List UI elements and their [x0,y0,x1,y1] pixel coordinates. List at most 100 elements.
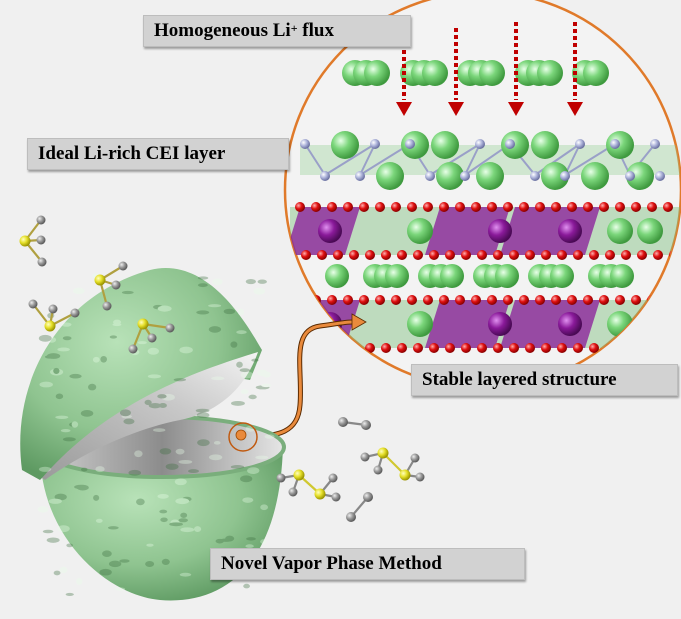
ligand-atom [38,258,47,267]
li-atom [407,218,433,244]
shell-texture [66,593,74,596]
center-atom [138,319,149,330]
shell-texture [214,441,221,445]
shell-texture [262,372,270,378]
shell-texture [157,494,168,499]
shell-texture [246,537,256,540]
li-atom [440,264,464,288]
ligand-atom [148,334,157,343]
oxygen-atom [493,250,503,260]
li-atom [436,162,464,190]
oxygen-atom [551,295,561,305]
li-atom [422,60,448,86]
oxygen-atom [391,295,401,305]
ligand-atom [361,453,370,462]
shell-texture [63,437,76,441]
ligand-atom [129,345,138,354]
ligand-atom [49,305,58,314]
oxygen-atom [295,295,305,305]
ligand-atom [361,420,371,430]
shell-texture [69,374,81,379]
oxygen-atom [477,343,487,353]
center-atom [95,275,106,286]
shell-texture [145,561,154,567]
shell-texture [249,395,257,400]
anion-atom [475,139,485,149]
shell-texture [39,467,51,472]
shell-texture [175,498,189,504]
shell-texture [255,456,268,460]
li-atom [637,218,663,244]
shell-texture [198,283,208,287]
shell-texture [93,357,100,363]
oxygen-atom [381,250,391,260]
anion-atom [575,139,585,149]
shell-texture [209,454,222,460]
label-text: Homogeneous Li [154,20,291,41]
shell-texture [160,517,167,522]
shell-texture [45,355,55,358]
oxygen-atom [317,343,327,353]
center-atom [294,470,305,481]
shell-texture [119,559,129,563]
oxygen-atom [663,202,673,212]
shell-texture [180,513,187,518]
ligand-atom [289,488,298,497]
anion-atom [560,171,570,181]
oxygen-atom [349,250,359,260]
shell-texture [76,578,82,585]
oxygen-atom [631,295,641,305]
oxygen-atom [541,343,551,353]
shell-texture [60,567,68,573]
oxygen-atom [599,202,609,212]
oxygen-atom [615,202,625,212]
shell-texture [240,368,251,372]
li-atom [583,60,609,86]
shell-texture [63,336,72,340]
center-atom [315,489,326,500]
shell-texture [241,371,254,378]
oxygen-atom [407,295,417,305]
ligand-atom [346,512,356,522]
shell-texture [38,506,49,512]
oxygen-atom [461,250,471,260]
oxygen-atom [327,295,337,305]
oxygen-atom [471,295,481,305]
li-atom [331,131,359,159]
shell-texture [230,341,237,347]
ligand-atom [71,309,80,318]
shell-texture [88,384,96,391]
shell-texture [231,465,245,469]
oxygen-atom [445,343,455,353]
shell-texture [240,475,252,482]
oxygen-atom [541,250,551,260]
shell-texture [243,584,250,589]
oxygen-atom [503,295,513,305]
shell-texture [157,394,166,398]
oxygen-atom [429,250,439,260]
anion-atom [650,139,660,149]
shell-texture [43,530,54,534]
oxygen-atom [551,202,561,212]
oxygen-atom [439,295,449,305]
anion-atom [460,171,470,181]
anion-atom [530,171,540,181]
ligand-atom [37,236,46,245]
li-atom [476,162,504,190]
ligand-atom [363,492,373,502]
oxygen-atom [669,343,679,353]
tm-atom [488,312,512,336]
li-atom [550,264,574,288]
oxygen-atom [605,250,615,260]
oxygen-atom [487,295,497,305]
shell-texture [138,341,147,344]
oxygen-atom [359,295,369,305]
tm-atom [488,219,512,243]
oxygen-atom [391,202,401,212]
li-atom [407,311,433,337]
magnified-structure [285,0,681,388]
shell-texture [99,569,111,576]
shell-texture [258,280,267,284]
center-atom [400,470,411,481]
anion-atom [370,139,380,149]
